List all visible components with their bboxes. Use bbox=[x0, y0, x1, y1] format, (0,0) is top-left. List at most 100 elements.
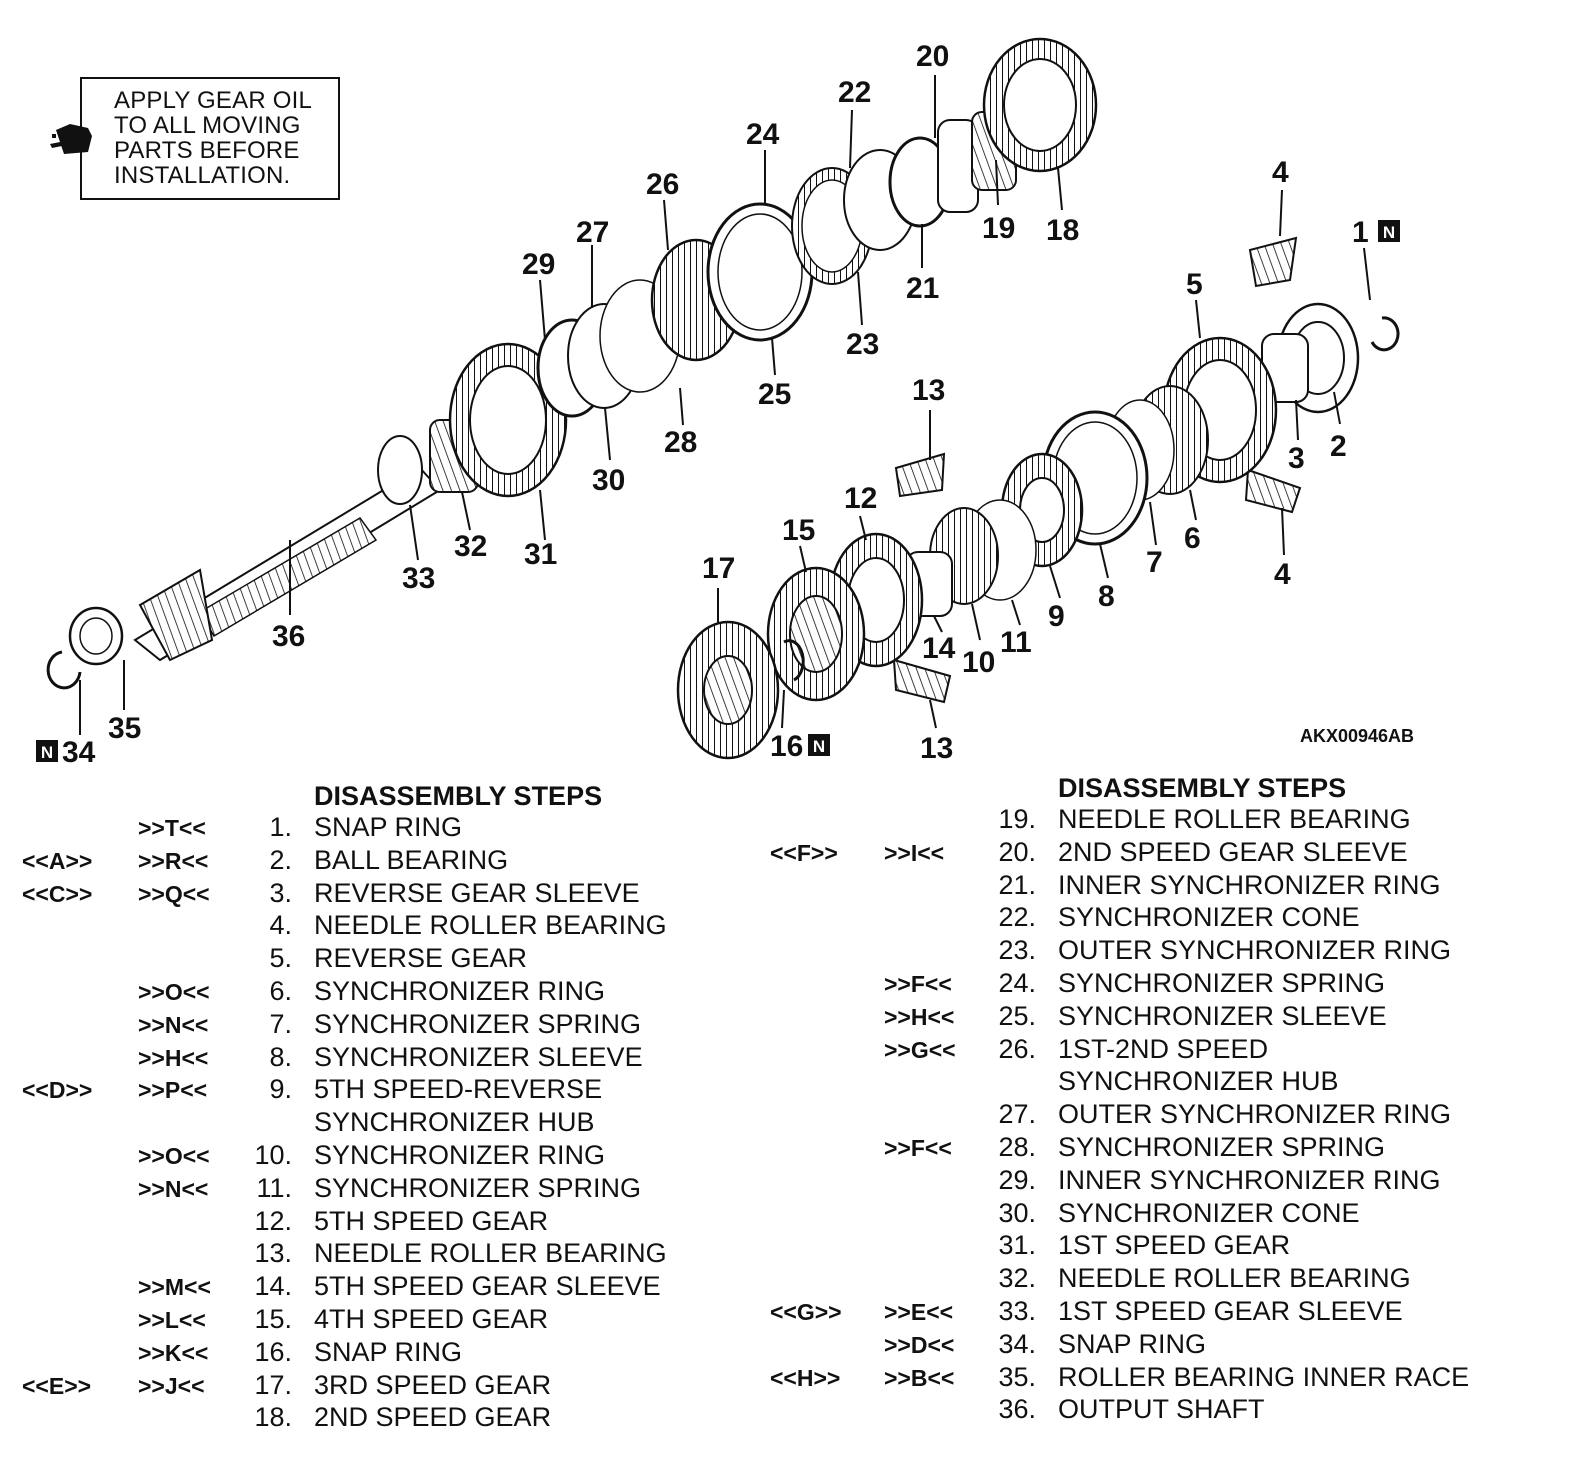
callout-19: 19 bbox=[982, 212, 1015, 245]
callout-27: 27 bbox=[576, 216, 609, 249]
new-part-marker-16-label: N bbox=[813, 737, 825, 756]
callout-3: 3 bbox=[1288, 442, 1305, 475]
step-number: 15. bbox=[254, 1304, 292, 1334]
step-row: <<G>>>>E<<33.1ST SPEED GEAR SLEEVE bbox=[0, 1296, 1584, 1329]
callout-16: 16 bbox=[770, 730, 803, 763]
step-ref-code: <<G>> bbox=[770, 1299, 842, 1325]
step-row: >>M<<14.5TH SPEED GEAR SLEEVE bbox=[0, 1271, 1584, 1304]
step-row: 19.NEEDLE ROLLER BEARING bbox=[0, 804, 1584, 837]
step-ref-code: <<F>> bbox=[770, 839, 838, 866]
step-ref-code: >>G<< bbox=[884, 1036, 956, 1063]
new-part-marker-1-label: N bbox=[1383, 223, 1395, 242]
step-number: 2. bbox=[269, 844, 292, 875]
leader-lines bbox=[79, 75, 1371, 735]
step-ref-code: >>F<< bbox=[884, 1135, 952, 1161]
step-name: 4TH SPEED GEAR bbox=[314, 1304, 549, 1334]
step-ref-code: >>K<< bbox=[138, 1339, 209, 1366]
step-number: 6. bbox=[269, 976, 292, 1006]
step-number: 20. bbox=[998, 836, 1036, 867]
callout-7: 7 bbox=[1146, 546, 1163, 579]
callout-labels: 1 N 2 3 4 4 5 6 7 8 9 10 11 12 13 13 14 … bbox=[36, 40, 1400, 769]
callout-11: 11 bbox=[1000, 626, 1032, 659]
callout-17: 17 bbox=[702, 552, 735, 585]
step-ref-code: >>N<< bbox=[138, 1175, 209, 1202]
note-line: INSTALLATION. bbox=[114, 162, 291, 189]
step-number: 11. bbox=[256, 1172, 292, 1203]
step-ref-code: >>L<< bbox=[138, 1307, 206, 1333]
step-name: SYNCHRONIZER HUB bbox=[314, 1107, 595, 1138]
step-number: 31. bbox=[998, 1230, 1036, 1261]
callout-32: 32 bbox=[454, 530, 487, 563]
step-name: SNAP RING bbox=[314, 812, 463, 842]
step-row: <<F>>>>I<<20.2ND SPEED GEAR SLEEVE bbox=[0, 837, 1584, 870]
step-row: 30.SYNCHRONIZER CONE bbox=[0, 1198, 1584, 1231]
step-number: 30. bbox=[998, 1197, 1036, 1228]
step-number: 14. bbox=[254, 1271, 292, 1302]
lower-gear-train bbox=[676, 236, 1400, 760]
step-number: 5. bbox=[269, 943, 292, 974]
callout-5: 5 bbox=[1186, 268, 1203, 301]
callout-30: 30 bbox=[592, 464, 625, 497]
step-number: 1. bbox=[269, 812, 292, 842]
step-name: SNAP RING bbox=[314, 1336, 463, 1367]
step-row: >>O<<6.SYNCHRONIZER RING bbox=[0, 976, 1584, 1009]
step-row: >>F<<24.SYNCHRONIZER SPRING bbox=[0, 968, 1584, 1001]
figure-code: AKX00946AB bbox=[1300, 726, 1415, 746]
callout-22: 22 bbox=[838, 76, 871, 109]
step-name: SYNCHRONIZER SPRING bbox=[1058, 1132, 1386, 1162]
step-ref-code: <<D>> bbox=[22, 1077, 93, 1104]
note-text: APPLY GEAR OIL TO ALL MOVING PARTS BEFOR… bbox=[114, 88, 344, 188]
step-name: OUTER SYNCHRONIZER RING bbox=[1058, 1099, 1452, 1130]
step-number: 22. bbox=[998, 902, 1036, 933]
step-row: >>N<<11.SYNCHRONIZER SPRING bbox=[0, 1173, 1584, 1206]
step-name: INNER SYNCHRONIZER RING bbox=[1058, 1164, 1441, 1195]
step-name: 5TH SPEED GEAR bbox=[314, 1205, 549, 1236]
step-row: >>T<<1.SNAP RING bbox=[0, 812, 1584, 845]
step-name: 1ST SPEED GEAR bbox=[1058, 1230, 1291, 1261]
step-row: 36.OUTPUT SHAFT bbox=[0, 1394, 1584, 1427]
step-name: NEEDLE ROLLER BEARING bbox=[314, 910, 667, 941]
step-number: 3. bbox=[269, 877, 292, 908]
note-line: PARTS BEFORE bbox=[114, 137, 300, 164]
step-ref-code: >>E<< bbox=[884, 1299, 954, 1325]
callout-9: 9 bbox=[1048, 600, 1065, 633]
step-row: 13.NEEDLE ROLLER BEARING bbox=[0, 1238, 1584, 1271]
step-name: 5TH SPEED-REVERSE bbox=[314, 1074, 603, 1105]
step-row: >>F<<28.SYNCHRONIZER SPRING bbox=[0, 1132, 1584, 1165]
step-name: SYNCHRONIZER SLEEVE bbox=[314, 1041, 643, 1072]
callout-8: 8 bbox=[1098, 580, 1115, 613]
step-ref-code: >>Q<< bbox=[138, 880, 210, 907]
callout-4a: 4 bbox=[1272, 156, 1289, 189]
upper-gear-train bbox=[377, 37, 1098, 505]
step-name: SYNCHRONIZER RING bbox=[314, 976, 606, 1006]
callout-20: 20 bbox=[916, 40, 949, 73]
step-number: 12. bbox=[254, 1205, 292, 1236]
step-name: 3RD SPEED GEAR bbox=[314, 1369, 552, 1400]
callout-25: 25 bbox=[758, 378, 791, 411]
step-number: 8. bbox=[269, 1041, 292, 1072]
new-part-marker-16 bbox=[808, 734, 830, 756]
step-row: <<D>>>>P<<9.5TH SPEED-REVERSE bbox=[0, 1074, 1584, 1107]
step-ref-code: >>J<< bbox=[138, 1372, 205, 1399]
step-number: 33. bbox=[998, 1296, 1036, 1326]
step-row: 23.OUTER SYNCHRONIZER RING bbox=[0, 935, 1584, 968]
callout-18: 18 bbox=[1046, 214, 1079, 247]
oil-can-icon bbox=[50, 124, 92, 154]
step-number: 13. bbox=[254, 1238, 292, 1269]
step-number: 4. bbox=[269, 910, 292, 941]
callout-24: 24 bbox=[746, 118, 780, 151]
step-ref-code: >>H<< bbox=[884, 1003, 955, 1030]
callout-15: 15 bbox=[782, 514, 815, 547]
step-ref-code: >>D<< bbox=[884, 1331, 955, 1358]
step-number: 7. bbox=[269, 1008, 292, 1039]
callout-26: 26 bbox=[646, 168, 679, 201]
step-ref-code: >>O<< bbox=[138, 1143, 210, 1169]
step-name: SYNCHRONIZER SPRING bbox=[1058, 968, 1386, 998]
step-number: 35. bbox=[998, 1361, 1036, 1392]
step-number: 26. bbox=[998, 1033, 1036, 1064]
step-name: SNAP RING bbox=[1058, 1328, 1207, 1359]
callout-31: 31 bbox=[524, 538, 557, 571]
step-number: 36. bbox=[998, 1394, 1036, 1425]
step-ref-code: >>N<< bbox=[138, 1011, 209, 1038]
step-name: INNER SYNCHRONIZER RING bbox=[1058, 869, 1441, 900]
